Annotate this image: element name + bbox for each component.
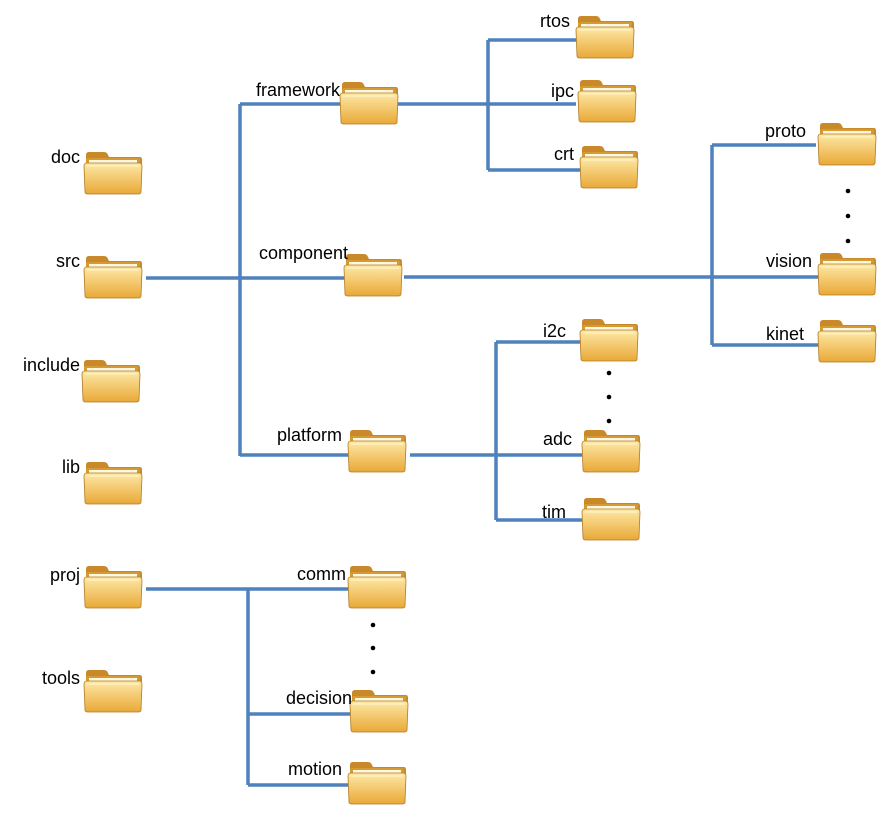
- folder-src[interactable]: src: [56, 251, 143, 299]
- ellipsis-platform-children: [606, 370, 612, 424]
- folder-label-platform: platform: [277, 425, 342, 445]
- folder-doc[interactable]: doc: [51, 147, 143, 195]
- folder-icon: [579, 319, 639, 362]
- folder-label-framework: framework: [256, 80, 341, 100]
- folder-icon: [83, 462, 143, 505]
- folder-icon: [347, 566, 407, 609]
- connector-lines: [146, 38, 818, 787]
- ellipsis-markers: [370, 188, 851, 675]
- folder-label-motion: motion: [288, 759, 342, 779]
- folder-icon: [339, 82, 399, 125]
- folder-proto[interactable]: proto: [765, 121, 877, 166]
- folder-icon: [581, 430, 641, 473]
- folder-ipc[interactable]: ipc: [551, 80, 637, 123]
- folder-component[interactable]: component: [259, 243, 403, 297]
- folder-icon: [581, 498, 641, 541]
- folder-icon: [575, 16, 635, 59]
- folder-icon: [577, 80, 637, 123]
- folder-label-component: component: [259, 243, 348, 263]
- folder-label-tim: tim: [542, 502, 566, 522]
- folder-tim[interactable]: tim: [542, 498, 641, 541]
- folder-icon: [83, 152, 143, 195]
- folder-label-i2c: i2c: [543, 321, 566, 341]
- folder-label-doc: doc: [51, 147, 80, 167]
- folder-icon: [817, 123, 877, 166]
- folder-icon: [81, 360, 141, 403]
- folder-tools[interactable]: tools: [42, 668, 143, 713]
- folder-platform[interactable]: platform: [277, 425, 407, 473]
- folder-adc[interactable]: adc: [543, 429, 641, 473]
- folder-label-decision: decision: [286, 688, 352, 708]
- folder-icon: [347, 430, 407, 473]
- folder-label-tools: tools: [42, 668, 80, 688]
- folder-motion[interactable]: motion: [288, 759, 407, 805]
- folder-icon: [347, 762, 407, 805]
- folder-i2c[interactable]: i2c: [543, 319, 639, 362]
- folder-label-adc: adc: [543, 429, 572, 449]
- folder-framework[interactable]: framework: [256, 80, 399, 125]
- folder-lib[interactable]: lib: [62, 457, 143, 505]
- folder-label-src: src: [56, 251, 80, 271]
- folder-kinet[interactable]: kinet: [766, 320, 877, 363]
- folder-icon: [579, 146, 639, 189]
- ellipsis-component-children: [845, 188, 851, 244]
- folder-proj[interactable]: proj: [50, 565, 143, 609]
- folder-label-rtos: rtos: [540, 11, 570, 31]
- folder-label-proto: proto: [765, 121, 806, 141]
- folder-icon: [83, 256, 143, 299]
- folder-decision[interactable]: decision: [286, 688, 409, 733]
- folder-label-include: include: [23, 355, 80, 375]
- folder-rtos[interactable]: rtos: [540, 11, 635, 59]
- folder-icon: [349, 690, 409, 733]
- folder-label-lib: lib: [62, 457, 80, 477]
- folder-icon: [817, 320, 877, 363]
- folder-crt[interactable]: crt: [554, 144, 639, 189]
- folder-label-ipc: ipc: [551, 81, 574, 101]
- folder-label-comm: comm: [297, 564, 346, 584]
- folder-label-proj: proj: [50, 565, 80, 585]
- folder-icon: [83, 670, 143, 713]
- folder-include[interactable]: include: [23, 355, 141, 403]
- folder-label-crt: crt: [554, 144, 574, 164]
- folder-icon: [343, 254, 403, 297]
- folder-icon: [817, 253, 877, 296]
- folder-label-vision: vision: [766, 251, 812, 271]
- folder-icon: [83, 566, 143, 609]
- ellipsis-proj-children: [370, 622, 376, 675]
- folder-comm[interactable]: comm: [297, 564, 407, 609]
- folder-label-kinet: kinet: [766, 324, 804, 344]
- folder-vision[interactable]: vision: [766, 251, 877, 296]
